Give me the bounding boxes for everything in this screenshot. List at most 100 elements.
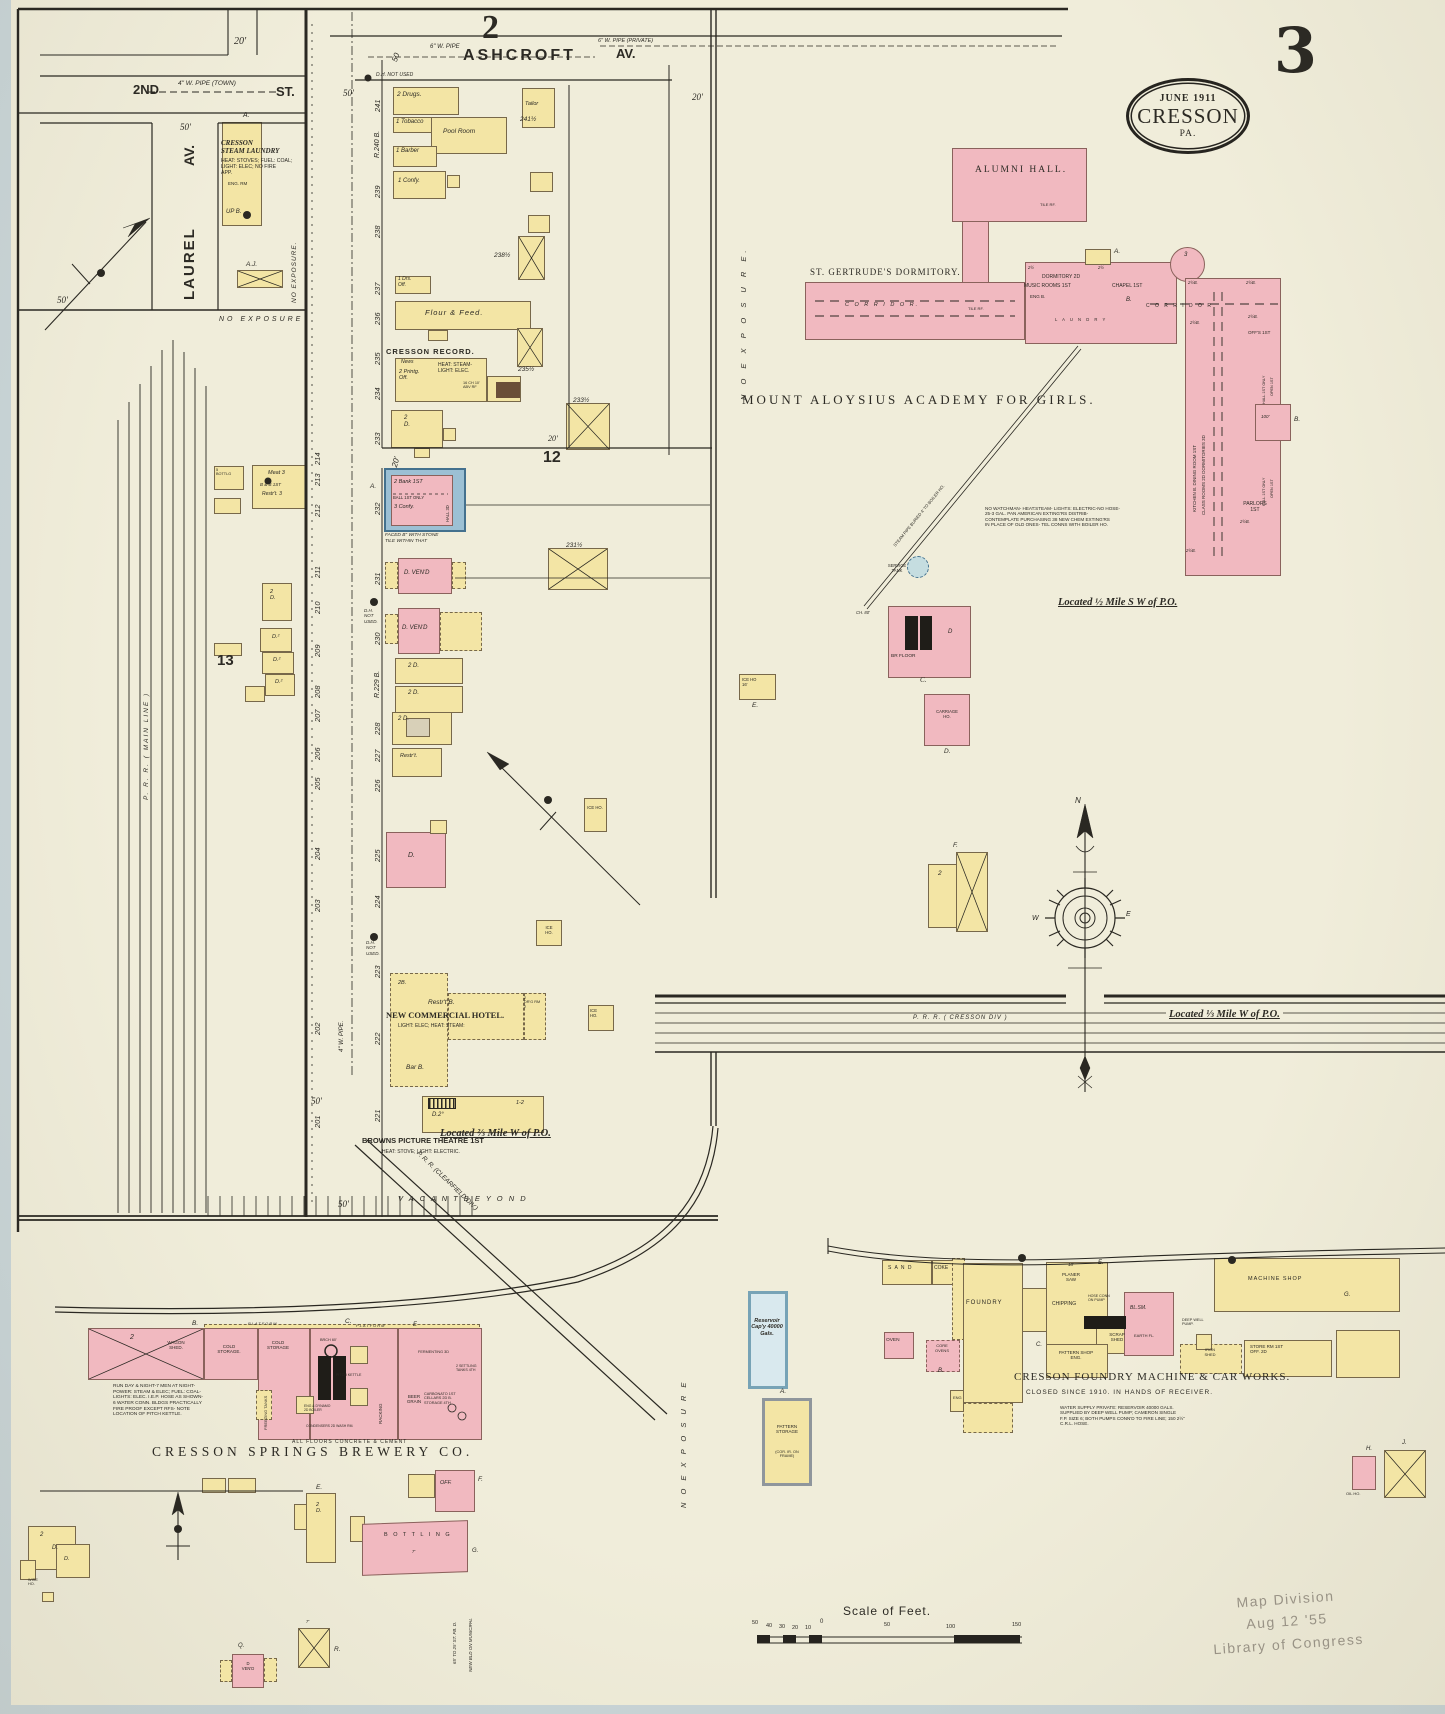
addr-e-227: 227 (373, 749, 382, 762)
bldg-wagonshed-label: WAGON SHED. (167, 1340, 185, 1351)
addr-e-233: 233 (373, 432, 382, 445)
boiler-c: C. (920, 676, 927, 684)
bldg-meat (252, 465, 306, 509)
annex-b: B. (1294, 416, 1301, 423)
brewery-notes: RUN DAY & NIGHT-7 MEN AT NIGHT- POWER: S… (113, 1384, 204, 1418)
bldg-229a (395, 658, 463, 684)
tower-3: 3 (1184, 252, 1188, 258)
academy-notes: NO WATCHMAN- HEAT:STEAM- LIGHTS: ELECTRI… (985, 506, 1120, 528)
boiler-floor: BR FLOOR (891, 654, 916, 659)
street-laurel: LAUREL (181, 227, 198, 300)
bldg-iceho-academy (739, 674, 776, 700)
theatre-stage-comb (428, 1098, 456, 1109)
block-12: 12 (543, 449, 561, 466)
compass-n: N (1075, 796, 1081, 805)
scale-box-4 (954, 1635, 1020, 1643)
brewery-wagonshed (88, 1328, 204, 1380)
brch-60: BRCH 60' (320, 1338, 337, 1342)
bldg-iceho1 (584, 798, 607, 832)
scale-tick-50r: 50 (884, 1622, 891, 1628)
bldg-pair-a (202, 1478, 226, 1493)
addr-w-201: 201 (313, 1115, 322, 1128)
bldg-bottling (362, 1520, 468, 1576)
kitchen-label: KITCHEN B. DINING ROOM 1ST (1192, 444, 1197, 512)
bldg-coreovens (926, 1340, 960, 1372)
bldg-patternshop-label: PATTERN SHOP ENG. (1058, 1350, 1094, 1361)
dim-50ft-201: 50' (311, 1096, 322, 1106)
bldg-restrt227 (392, 748, 442, 777)
bldg-hotel-a (390, 973, 448, 1087)
wing-laundry: L A U N D R Y (1055, 317, 1108, 322)
freezing-tanks-label: FREEZING TANKS (263, 1395, 268, 1430)
addr-w-214: 214 (313, 452, 322, 465)
brewery-e: E (413, 1322, 418, 1328)
bldg-oilho (1352, 1456, 1376, 1490)
bldg-poolroom (431, 117, 507, 154)
foundry-b: B. (938, 1368, 944, 1374)
addr-w-204: 204 (313, 847, 322, 860)
bldg-flour-stub (428, 330, 448, 341)
bldg-off-p (435, 1470, 475, 1512)
marker-2hb-1: 2½B. (1188, 280, 1198, 285)
dim-18: 18' (1068, 1262, 1074, 1267)
dim-50-rot: 50 (390, 51, 402, 64)
steam-pipe-label: STEAM PIPE BURIED 4' TO BOILER HO. (892, 483, 946, 548)
pipe-1st: 4" W. PIPE. (339, 1020, 345, 1052)
carriage-d: D. (944, 748, 951, 755)
street-laurel-av: AV. (181, 144, 197, 166)
brew-bar-1 (318, 1356, 331, 1400)
brewery-inset2 (350, 1388, 368, 1406)
bldg-connector (1022, 1288, 1048, 1332)
bldg-j (1384, 1450, 1426, 1498)
title-city: Cresson (1137, 104, 1239, 128)
hall-open-1a: HALL 1ST ONLY (1262, 375, 1266, 404)
bldg-d13a-label: 2 D. (270, 589, 276, 602)
pitch-kettle-label: PITCH KETTLE (336, 1373, 362, 1377)
bldg-x238 (518, 236, 545, 280)
bldg-229b (395, 686, 463, 713)
addr-e-239: 239 (373, 185, 382, 198)
scale-tick-0: 0 (820, 1619, 824, 1625)
located-rr: Located ⅓ Mile W of P.O. (1166, 1009, 1283, 1022)
dim-20ft-b: 20' (548, 434, 558, 443)
bldg-drsoff-label: 1 Drs. Off. (398, 276, 412, 288)
racking-label: RACKING (378, 1403, 383, 1424)
bldg-patternstorage (762, 1398, 812, 1486)
bldg-d225-label: D. (408, 852, 415, 859)
bldg-machine-annex (1336, 1330, 1400, 1378)
addr-e-237: 237 (373, 282, 382, 295)
addr-e-234: 234 (373, 387, 382, 400)
record-dark (496, 382, 520, 398)
bldg-j-label: J. (1402, 1440, 1407, 1446)
wing-corridor-e: C O R R I D O R (1146, 303, 1213, 309)
bldg-laundry (222, 122, 262, 226)
bldg-oven-label: OVEN (886, 1338, 900, 1343)
carriage-label: CARRIAGE HO. (936, 709, 958, 719)
foundry-c: C. (1036, 1342, 1042, 1348)
bldg-f-plain (928, 864, 958, 928)
bldg-coke-label: COKE (934, 1265, 949, 1271)
bank-note: FACED B" WITH STONE TILE WITHIN THAT (385, 533, 439, 544)
bldg-barber-label: 1 Barber (396, 148, 420, 154)
bldg-machine (1214, 1258, 1400, 1312)
dim-20ft-topleft: 20' (234, 36, 247, 47)
bldg-drugs-label: 2 Drugs. (397, 91, 422, 98)
bldg-f-x (956, 852, 988, 932)
record-news: News (401, 359, 414, 365)
record-misc: 16 CH 10' ABV RF (463, 381, 480, 390)
bldg-off-f: F. (478, 1476, 483, 1483)
bldg-barber (393, 146, 437, 167)
brewery-inset1 (350, 1346, 368, 1364)
bldg-228-label: 2 D. (398, 716, 410, 722)
bldg-d233 (391, 410, 443, 448)
scale-tick-30: 30 (779, 1624, 786, 1630)
bldg-bank-inner (391, 475, 453, 526)
bldg-blsm (1124, 1292, 1174, 1356)
bldg-dvend1-wr (452, 562, 466, 589)
icehouse-academy-e: E. (752, 702, 759, 709)
bldg-x233 (566, 403, 610, 450)
bldg-wing-east (1025, 262, 1177, 344)
bldg-r-label: R. (334, 1646, 341, 1653)
bldg-sand-label: S A N D (888, 1265, 913, 1271)
scale-box-2 (783, 1635, 796, 1643)
